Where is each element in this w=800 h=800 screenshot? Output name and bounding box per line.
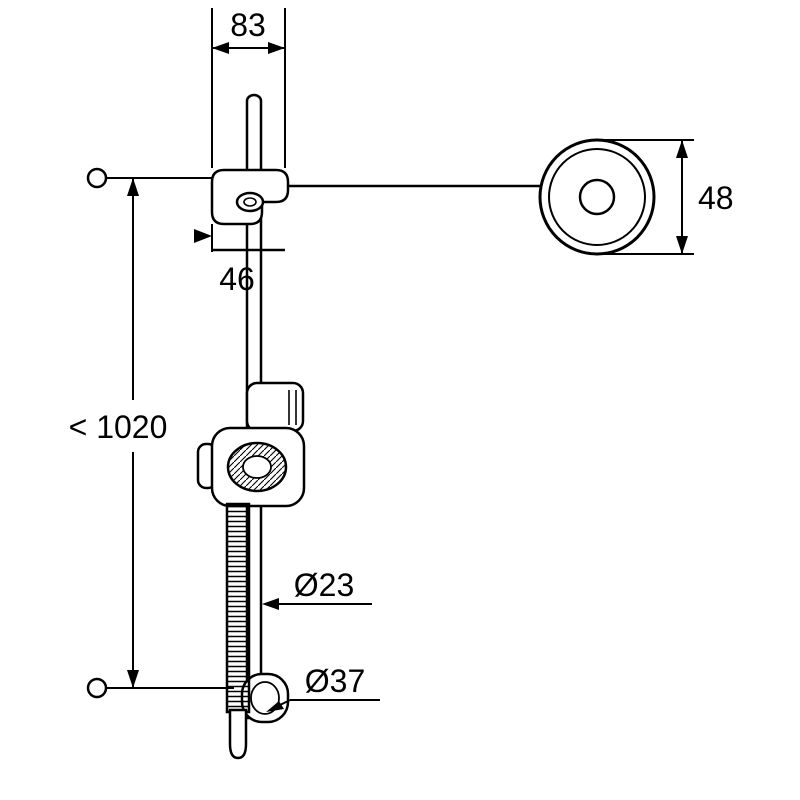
disc-ring-circle	[548, 148, 646, 246]
bottom-screw-hole	[86, 677, 108, 699]
shower-hose	[225, 502, 251, 760]
arrowhead-down-icon	[127, 670, 139, 688]
dim-bracket-depth: 46	[194, 224, 285, 297]
bracket-pivot-center	[243, 197, 257, 207]
holder-cone-inner	[242, 455, 272, 479]
arrowhead-left-icon	[212, 42, 229, 54]
arrowhead-up-icon	[676, 140, 688, 158]
dim-label-disc-height: 48	[698, 180, 734, 216]
dim-label-bracket-diameter: Ø37	[305, 663, 365, 699]
dim-rail-diameter: Ø23	[262, 567, 372, 610]
disc-center-hole	[578, 178, 616, 216]
arrowhead-right-icon	[268, 42, 285, 54]
hose-ribbed-section	[225, 502, 251, 714]
dim-label-top-width: 83	[230, 7, 266, 43]
dim-disc-height: 48	[600, 139, 734, 255]
slider-holder	[196, 381, 306, 508]
dim-label-bracket-depth: 46	[219, 261, 255, 297]
arrowhead-left-icon	[262, 598, 279, 610]
bracket-detail	[250, 681, 280, 715]
arrowhead-down-icon	[676, 236, 688, 254]
dim-label-rail-length: < 1020	[69, 409, 168, 445]
arrowhead-right-icon	[194, 229, 212, 243]
arrowhead-down-left-icon	[266, 701, 284, 712]
slider-clamp	[245, 381, 305, 433]
dim-bracket-diameter: Ø37	[266, 663, 380, 712]
dim-top-width: 83	[211, 7, 286, 168]
dim-label-rail-diameter: Ø23	[294, 567, 354, 603]
top-screw-hole	[86, 167, 108, 189]
dim-rail-length: < 1020	[69, 167, 234, 699]
top-wall-bracket	[210, 168, 290, 226]
arrowhead-up-icon	[127, 178, 139, 196]
wall-disc	[538, 138, 656, 256]
hose-end-fitting	[228, 708, 248, 760]
